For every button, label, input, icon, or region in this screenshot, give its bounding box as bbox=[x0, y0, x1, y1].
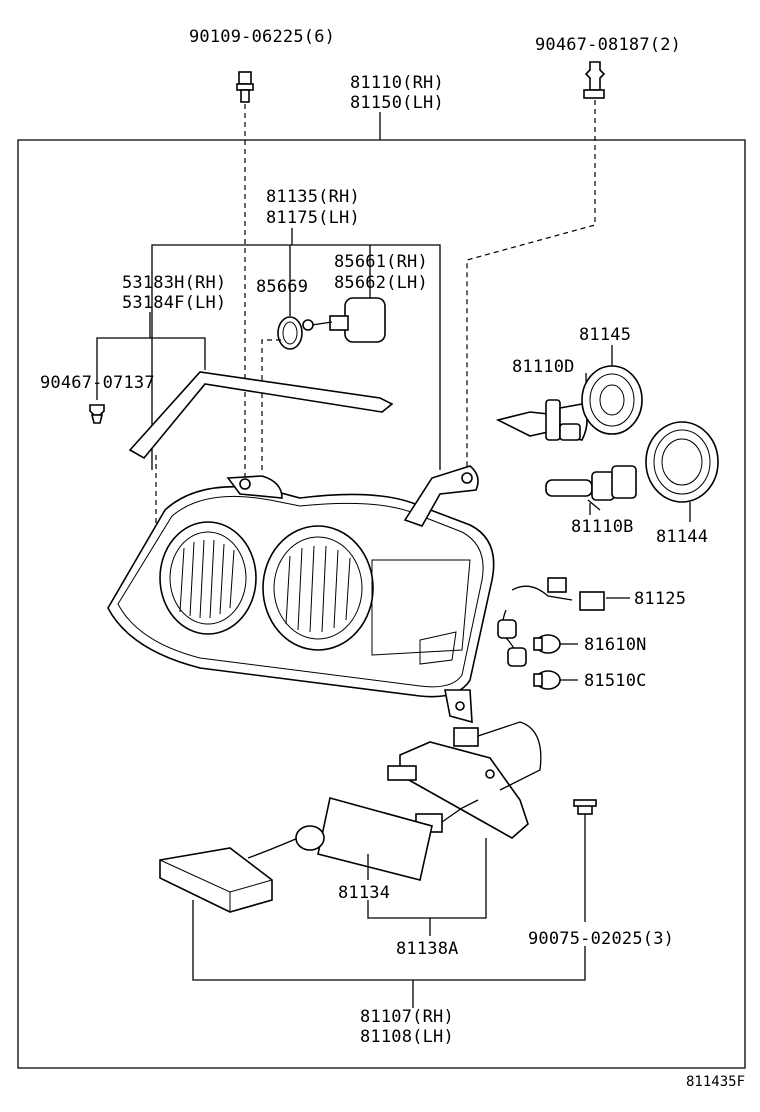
bulb-d-icon bbox=[495, 399, 588, 441]
gasket-icon bbox=[317, 797, 433, 881]
oring-icon bbox=[277, 316, 303, 350]
unit-lh-label: 81150(LH) bbox=[350, 93, 444, 113]
lens-bracket bbox=[151, 244, 441, 470]
bulb-b-icon bbox=[545, 465, 637, 511]
oring-dash bbox=[261, 339, 282, 470]
cover2-icon bbox=[645, 421, 719, 503]
bulb-c-label: 81510C bbox=[584, 671, 647, 691]
cover-icon bbox=[581, 365, 643, 435]
socket-rh-label: 85661(RH) bbox=[334, 252, 428, 272]
bulb-b-label: 81110B bbox=[571, 517, 634, 537]
socket-icon bbox=[302, 297, 386, 343]
wire-harness-icon bbox=[497, 577, 605, 667]
clip-top-leader bbox=[466, 100, 596, 470]
screw-label: 90075-02025(3) bbox=[528, 929, 674, 949]
bulb-n-label: 81610N bbox=[584, 635, 647, 655]
unit-rh-label: 81110(RH) bbox=[350, 73, 444, 93]
bracket-lines bbox=[367, 838, 487, 919]
socket-lh-label: 85662(LH) bbox=[334, 273, 428, 293]
screw-icon bbox=[573, 799, 597, 822]
clip-side-label: 90467-07137 bbox=[40, 373, 155, 393]
lens-lh-label: 81175(LH) bbox=[266, 208, 360, 228]
oring-label: 85669 bbox=[256, 277, 308, 297]
comp-rh-label: 81107(RH) bbox=[360, 1007, 454, 1027]
headlamp-housing bbox=[107, 465, 495, 724]
ballast-icon bbox=[159, 825, 325, 913]
cover-label: 81145 bbox=[579, 325, 631, 345]
clip-top-icon bbox=[583, 61, 606, 99]
comp-lh-label: 81108(LH) bbox=[360, 1027, 454, 1047]
bolt-top-label: 90109-06225(6) bbox=[189, 27, 335, 47]
mold-lh-label: 53184F(LH) bbox=[122, 293, 226, 313]
mold-bracket bbox=[96, 337, 206, 400]
figure-code: 811435F bbox=[686, 1074, 745, 1090]
clip-top-label: 90467-08187(2) bbox=[535, 35, 681, 55]
cover2-label: 81144 bbox=[656, 527, 708, 547]
wire-label: 81125 bbox=[634, 589, 686, 609]
comp-bracket bbox=[192, 900, 586, 981]
bolt-top-icon bbox=[236, 71, 254, 103]
bracket-label: 81138A bbox=[396, 939, 459, 959]
lens-rh-label: 81135(RH) bbox=[266, 187, 360, 207]
bulb-n-icon bbox=[533, 634, 561, 654]
molding-strip-icon bbox=[128, 371, 394, 460]
bulb-c-icon bbox=[533, 670, 561, 690]
mold-rh-label: 53183H(RH) bbox=[122, 273, 226, 293]
gasket-label: 81134 bbox=[338, 883, 390, 903]
clip-side-icon bbox=[89, 404, 105, 424]
bulb-d-label: 81110D bbox=[512, 357, 575, 377]
assembly-frame bbox=[17, 139, 746, 1069]
